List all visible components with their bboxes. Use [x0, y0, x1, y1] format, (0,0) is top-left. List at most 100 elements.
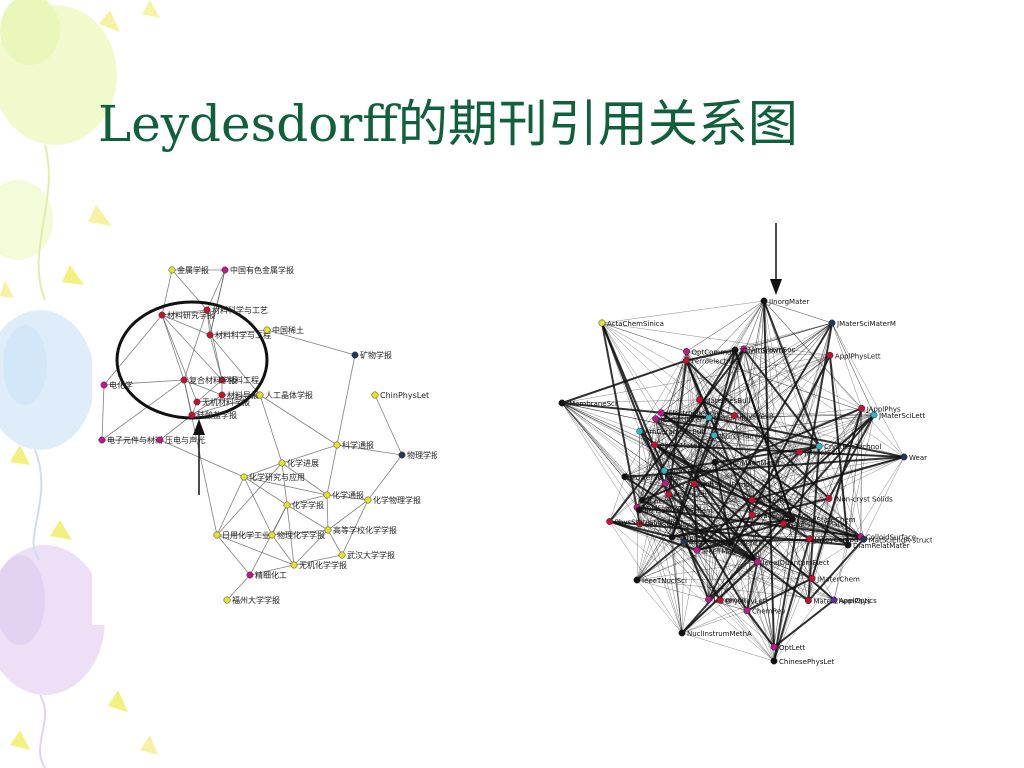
node-label: JMaterChem [816, 575, 860, 583]
node-label: 高等学校化学学报 [333, 525, 397, 535]
network-node [657, 409, 665, 417]
node-label: PhysRevLett [725, 597, 768, 605]
network-edge [863, 456, 905, 540]
network-edge [665, 483, 683, 634]
network-edge [654, 322, 833, 446]
node-label: JAlloyCompd [814, 536, 859, 544]
network-edge [281, 462, 328, 496]
network-edge [746, 544, 849, 611]
node-label: 日用化学工业 [222, 530, 270, 540]
network-edge [729, 414, 875, 544]
network-edge [281, 444, 338, 464]
node-label: 金属学报 [177, 265, 209, 275]
network-edge [281, 462, 288, 506]
node-label: SensorActuat-chem [644, 507, 713, 515]
network-edge [811, 408, 862, 579]
network-edge [808, 498, 830, 601]
node-label: 材料科学与工程 [215, 330, 271, 340]
network-node [651, 441, 658, 449]
network-edge [601, 322, 641, 525]
node-label: IeeeJQuantumElect [762, 559, 829, 567]
node-label: 材料导报 [227, 390, 259, 400]
network-edge [609, 521, 775, 662]
network-node [668, 533, 676, 541]
network-edge [847, 408, 862, 546]
network-edge [661, 412, 861, 537]
network-node [796, 448, 804, 456]
network-edge [751, 514, 813, 579]
network-edge [860, 408, 862, 537]
node-label: 福州大学学报 [232, 595, 280, 605]
network-edge [636, 507, 709, 600]
network-node [770, 657, 778, 665]
network-edge [807, 538, 865, 602]
network-node [683, 348, 690, 355]
network-edge [216, 534, 251, 576]
network-node [635, 506, 643, 514]
node-label: ActaChemSinica [607, 320, 664, 328]
network-edge [654, 418, 759, 563]
network-edge [243, 476, 273, 536]
network-node [770, 643, 778, 651]
network-edge [636, 579, 683, 634]
network-edge [226, 574, 251, 601]
node-label: OptLett [779, 644, 806, 652]
network-edge [746, 498, 830, 611]
network-node [633, 576, 641, 584]
node-label: 化学进展 [287, 458, 319, 468]
network-edge [686, 351, 835, 601]
network-node [828, 319, 836, 327]
network-edge [206, 309, 223, 381]
network-node [753, 558, 761, 566]
network-edge [792, 408, 862, 520]
network-edge [831, 322, 905, 458]
network-node [188, 411, 196, 419]
network-edge [639, 417, 710, 525]
network-edge [103, 379, 185, 386]
node-label: JEurCeramSoc [718, 432, 769, 440]
network-edge [249, 504, 288, 576]
network-edge [601, 322, 830, 356]
network-edge [833, 544, 849, 601]
network-edge [829, 355, 864, 540]
network-node [398, 451, 406, 459]
node-label: 硅酸盐学报 [197, 410, 237, 420]
network-edge [665, 451, 800, 484]
network-node [710, 431, 718, 439]
network-node [804, 597, 812, 605]
network-node [808, 574, 816, 582]
network-node [323, 491, 331, 499]
network-edge [636, 351, 687, 508]
network-edge [699, 399, 905, 458]
network-node [193, 398, 201, 406]
network-edge [681, 610, 748, 634]
network-edge [639, 498, 830, 525]
node-label: Langmuir [714, 596, 747, 604]
network-edge [668, 494, 683, 634]
node-label: Science [736, 540, 763, 548]
network-node [815, 442, 823, 450]
node-label: MatSciEngA-struct [869, 536, 932, 544]
network-edge [639, 355, 831, 432]
network-edge [686, 360, 800, 453]
network-edge [266, 329, 356, 356]
node-label: 物理化学学报 [277, 530, 325, 540]
network-edge [746, 561, 759, 611]
network-edge [561, 402, 666, 484]
network-edge [271, 534, 295, 566]
network-edge [601, 322, 820, 447]
network-edge [341, 499, 369, 556]
network-node [826, 351, 834, 359]
network-edge [751, 456, 905, 501]
network-edge [808, 408, 862, 601]
network-edge [638, 509, 758, 563]
arrow-head [193, 419, 205, 435]
network-edge [326, 444, 338, 496]
network-node [218, 376, 226, 384]
network-edge [639, 348, 744, 511]
node-label: 压电与声光 [165, 435, 205, 445]
network-edge [729, 499, 753, 544]
network-edge [101, 379, 185, 441]
network-edge [103, 314, 163, 386]
network-edge [639, 456, 905, 525]
